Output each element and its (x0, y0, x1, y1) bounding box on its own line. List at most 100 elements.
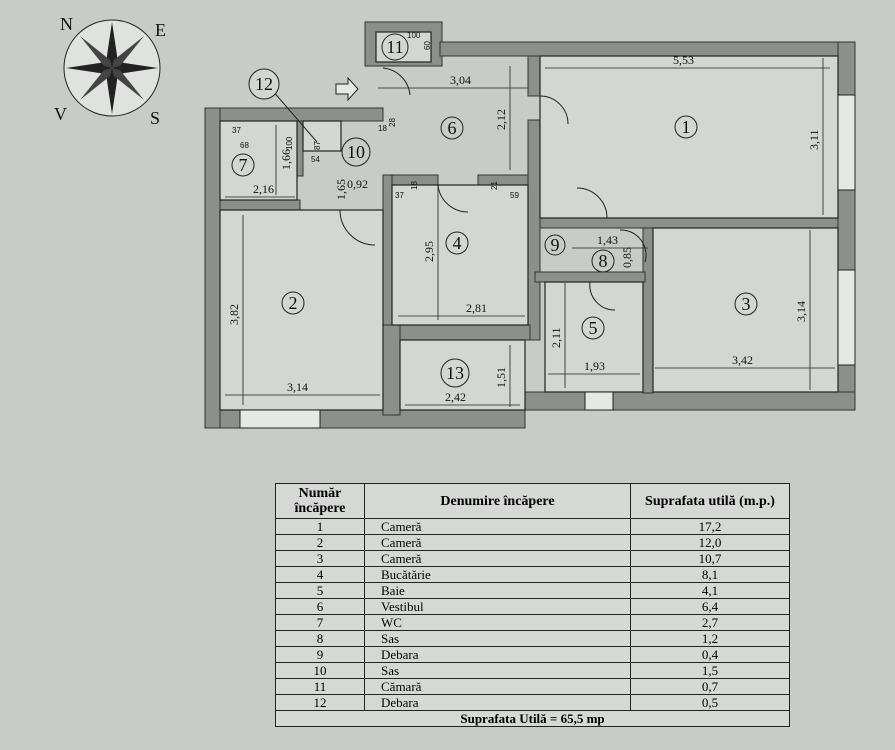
header-name: Denumire încăpere (364, 483, 631, 519)
entrance-arrow-icon (335, 76, 359, 102)
room-name: Debara (364, 694, 631, 711)
room-area: 17,2 (630, 518, 790, 535)
room-4-area (391, 184, 529, 326)
svg-text:2: 2 (289, 293, 298, 313)
room-label-1: 1 (674, 115, 698, 139)
dim-label: 2,95 (422, 241, 436, 262)
dim-label: 3,82 (227, 304, 241, 325)
room-number: 9 (275, 646, 365, 663)
room-number: 10 (275, 662, 365, 679)
room-area: 10,7 (630, 550, 790, 567)
svg-text:13: 13 (446, 363, 464, 383)
room-name: Sas (364, 630, 631, 647)
dim-label: 1,51 (494, 367, 508, 388)
compass-v: V (54, 104, 67, 124)
svg-text:1: 1 (682, 117, 691, 137)
dim-label: 2,16 (253, 182, 274, 196)
svg-text:59: 59 (510, 191, 519, 200)
svg-text:8: 8 (599, 251, 608, 271)
room-labels: 1 2 3 4 5 6 7 8 9 10 11 12 13 (231, 33, 758, 388)
room-number: 5 (275, 582, 365, 599)
compass-e: E (155, 20, 166, 40)
dim-label: 2,12 (494, 109, 508, 130)
svg-text:37: 37 (232, 126, 241, 135)
room-areas-table: Număr încăpere Denumire încăpere Suprafa… (275, 483, 790, 727)
svg-text:9: 9 (551, 235, 560, 255)
room-label-7: 7 (231, 153, 255, 177)
room-number: 11 (275, 678, 365, 695)
svg-text:37: 37 (395, 191, 404, 200)
dim-label: 5,53 (673, 53, 694, 67)
room-name: Bucătărie (364, 566, 631, 583)
svg-text:60: 60 (423, 41, 432, 50)
total-area: Suprafata Utilă = 65,5 mp (275, 710, 790, 727)
svg-text:100: 100 (285, 136, 294, 150)
dim-label: 3,11 (807, 129, 821, 150)
dim-label: 1,93 (584, 359, 605, 373)
room-area: 8,1 (630, 566, 790, 583)
room-number: 12 (275, 694, 365, 711)
dim-label: 1,66 (279, 149, 293, 170)
pointer-line (271, 89, 318, 143)
room-area: 2,7 (630, 614, 790, 631)
table-header-row: Număr încăpere Denumire încăpere Suprafa… (275, 483, 790, 519)
dimension-labels: 3,04 5,53 2,12 3,11 2,16 1,66 1,65 0,92 … (227, 53, 821, 404)
compass-rose-icon: N E S V (54, 14, 166, 128)
svg-text:18: 18 (378, 124, 387, 133)
dim-label: 3,14 (287, 380, 308, 394)
room-name: Cameră (364, 550, 631, 567)
svg-text:12: 12 (255, 74, 273, 94)
room-number: 7 (275, 614, 365, 631)
svg-text:28: 28 (388, 118, 397, 127)
svg-text:3: 3 (742, 294, 751, 314)
svg-text:6: 6 (448, 118, 457, 138)
room-name: Vestibul (364, 598, 631, 615)
room-area: 1,5 (630, 662, 790, 679)
dim-label: 2,42 (445, 390, 466, 404)
room-name: Debara (364, 646, 631, 663)
room-number: 6 (275, 598, 365, 615)
room-label-10: 10 (341, 137, 371, 167)
dim-label: 3,42 (732, 353, 753, 367)
svg-text:21: 21 (490, 181, 499, 190)
svg-text:11: 11 (386, 37, 403, 57)
room-label-2: 2 (281, 291, 305, 315)
dim-label: 3,14 (794, 301, 808, 322)
room-name: Cameră (364, 518, 631, 535)
room-13-area (399, 339, 526, 411)
room-area: 1,2 (630, 630, 790, 647)
room-number: 1 (275, 518, 365, 535)
small-marks: 100 60 28 18 37 68 100 87 54 18 37 21 59 (232, 31, 519, 200)
room-1-area (539, 55, 839, 219)
windows (239, 94, 856, 429)
svg-text:5: 5 (589, 318, 598, 338)
compass-s: S (150, 108, 160, 128)
room-name: Cameră (364, 534, 631, 551)
room-area: 0,5 (630, 694, 790, 711)
room-name: Cămară (364, 678, 631, 695)
svg-text:7: 7 (239, 155, 248, 175)
room-name: WC (364, 614, 631, 631)
dim-label: 1,65 (334, 179, 348, 200)
room-number: 4 (275, 566, 365, 583)
room-area: 0,4 (630, 646, 790, 663)
svg-text:10: 10 (347, 142, 365, 162)
header-area: Suprafata utilă (m.p.) (630, 483, 790, 519)
room-name: Sas (364, 662, 631, 679)
room-label-9: 9 (544, 234, 566, 256)
compass-n: N (60, 14, 73, 34)
room-number: 3 (275, 550, 365, 567)
dim-label: 1,43 (597, 233, 618, 247)
dim-label: 0,92 (347, 177, 368, 191)
header-number: Număr încăpere (275, 483, 365, 519)
